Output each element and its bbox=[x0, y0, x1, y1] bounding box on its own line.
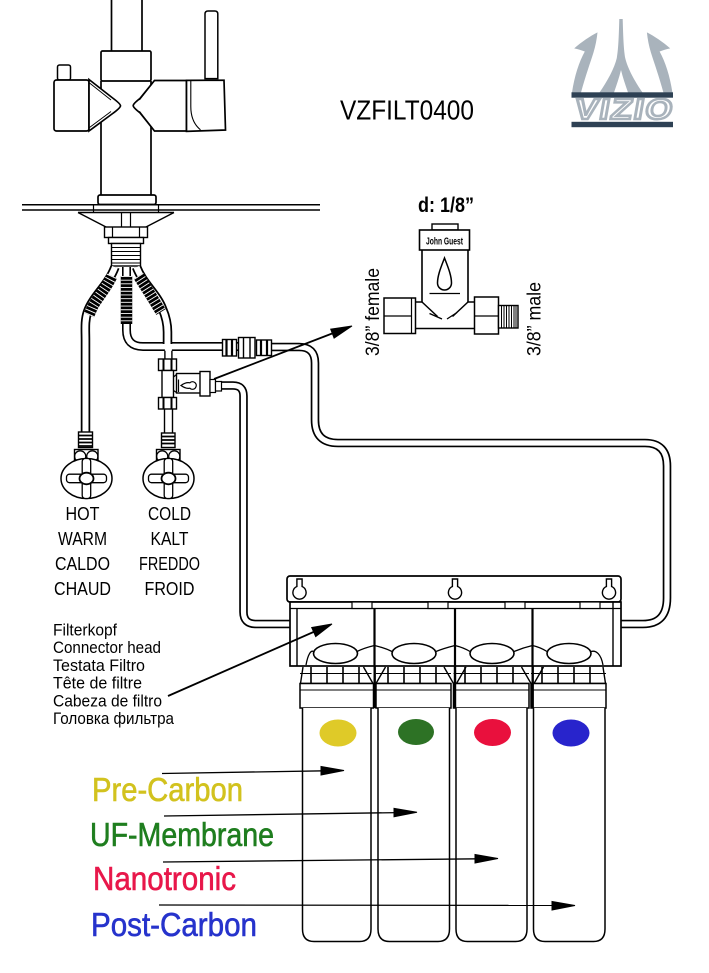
svg-text:Filterkopf: Filterkopf bbox=[53, 621, 117, 640]
svg-text:Testata Filtro: Testata Filtro bbox=[53, 656, 145, 675]
svg-text:Cabeza de filtro: Cabeza de filtro bbox=[53, 691, 162, 710]
svg-text:3/8” male: 3/8” male bbox=[525, 282, 546, 356]
svg-text:UF-Membrane: UF-Membrane bbox=[90, 816, 274, 853]
svg-text:FROID: FROID bbox=[145, 578, 195, 599]
svg-text:CHAUD: CHAUD bbox=[54, 578, 111, 599]
svg-text:Post-Carbon: Post-Carbon bbox=[91, 906, 257, 943]
svg-text:VIZIO: VIZIO bbox=[572, 94, 677, 126]
svg-text:Pre-Carbon: Pre-Carbon bbox=[92, 771, 243, 808]
svg-text:VZFILT0400: VZFILT0400 bbox=[340, 95, 474, 126]
svg-text:Nanotronic: Nanotronic bbox=[93, 860, 236, 897]
svg-text:CALDO: CALDO bbox=[55, 553, 110, 574]
svg-text:3/8” female: 3/8” female bbox=[363, 268, 384, 356]
svg-text:FREDDO: FREDDO bbox=[139, 553, 200, 574]
svg-text:Головка фильтра: Головка фильтра bbox=[53, 709, 174, 728]
svg-text:Tête de filtre: Tête de filtre bbox=[53, 674, 142, 693]
svg-text:d: 1/8”: d: 1/8” bbox=[418, 194, 474, 217]
svg-text:WARM: WARM bbox=[58, 528, 107, 549]
svg-text:Connector head: Connector head bbox=[53, 638, 161, 657]
svg-text:COLD: COLD bbox=[148, 503, 191, 524]
svg-text:KALT: KALT bbox=[151, 528, 189, 549]
svg-text:John Guest: John Guest bbox=[426, 237, 463, 248]
svg-text:HOT: HOT bbox=[66, 503, 100, 524]
